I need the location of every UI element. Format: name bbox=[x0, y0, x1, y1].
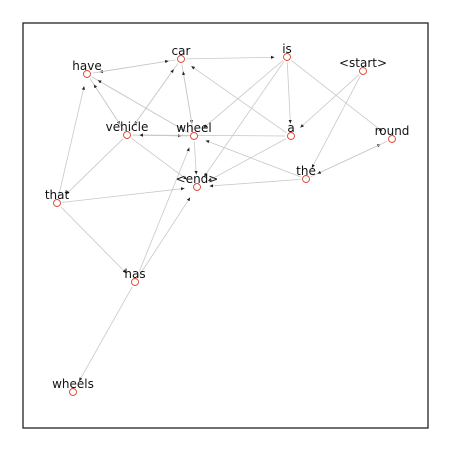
edge-is-to-round bbox=[291, 60, 383, 132]
node-vehicle bbox=[123, 131, 131, 139]
edge-vehicle-to-have bbox=[93, 84, 125, 131]
node-wheel bbox=[190, 132, 198, 140]
node-label-have: have bbox=[72, 59, 101, 73]
node-label-round: round bbox=[375, 124, 410, 138]
edge-vehicle-to-end bbox=[131, 137, 188, 180]
node-label-start: <start> bbox=[339, 56, 387, 70]
edge-has-to-wheels bbox=[78, 286, 133, 382]
edge-is-to-end bbox=[203, 61, 285, 177]
node-label-is: is bbox=[282, 42, 292, 56]
node-that bbox=[53, 199, 61, 207]
edge-has-to-wheel bbox=[136, 147, 190, 278]
node-label-wheel: wheel bbox=[176, 121, 212, 135]
node-label-a: a bbox=[287, 121, 294, 135]
node-label-wheels: wheels bbox=[52, 377, 94, 391]
edge-the-to-wheel bbox=[205, 140, 302, 178]
edge-round-to-the bbox=[317, 140, 388, 175]
node-have bbox=[83, 70, 91, 78]
edge-wheel-to-car bbox=[182, 71, 194, 131]
edge-wheel-to-end bbox=[193, 141, 198, 175]
edge-have-to-car bbox=[92, 59, 169, 74]
edge-wheel-to-have bbox=[97, 79, 190, 134]
edge-the-to-end bbox=[209, 179, 301, 188]
node-a bbox=[287, 132, 295, 140]
edge-that-to-end bbox=[62, 187, 185, 203]
nodes-layer bbox=[53, 53, 396, 396]
edge-is-to-a bbox=[286, 62, 292, 124]
edge-start-to-the bbox=[311, 75, 361, 169]
edge-that-to-has bbox=[60, 206, 127, 274]
node-car bbox=[177, 55, 185, 63]
edges-layer bbox=[57, 55, 388, 382]
edge-is-to-wheel bbox=[203, 60, 284, 129]
node-label-that: that bbox=[45, 188, 70, 202]
node-start bbox=[359, 67, 367, 75]
node-is bbox=[283, 53, 291, 61]
node-label-the: the bbox=[296, 164, 316, 178]
edge-vehicle-to-car bbox=[129, 68, 175, 131]
node-round bbox=[388, 135, 396, 143]
node-label-vehicle: vehicle bbox=[106, 120, 149, 134]
edge-a-to-end bbox=[207, 138, 287, 182]
edge-vehicle-to-that bbox=[65, 138, 124, 195]
edge-a-to-car bbox=[191, 65, 287, 134]
edge-has-to-end bbox=[137, 197, 191, 278]
node-has bbox=[131, 278, 139, 286]
node-label-end: <end> bbox=[176, 172, 219, 186]
node-label-car: car bbox=[172, 44, 191, 58]
edge-car-to-is bbox=[186, 55, 275, 60]
graph-border bbox=[22, 22, 429, 429]
node-wheels bbox=[69, 388, 77, 396]
node-end bbox=[193, 183, 201, 191]
edge-that-to-have bbox=[57, 86, 85, 198]
edge-wheel-to-vehicle bbox=[139, 133, 189, 137]
edge-start-to-a bbox=[300, 74, 360, 128]
node-the bbox=[302, 175, 310, 183]
node-label-has: has bbox=[124, 267, 145, 281]
labels-layer: have car is <start> vehicle wheel a round <end> t… bbox=[45, 42, 410, 391]
